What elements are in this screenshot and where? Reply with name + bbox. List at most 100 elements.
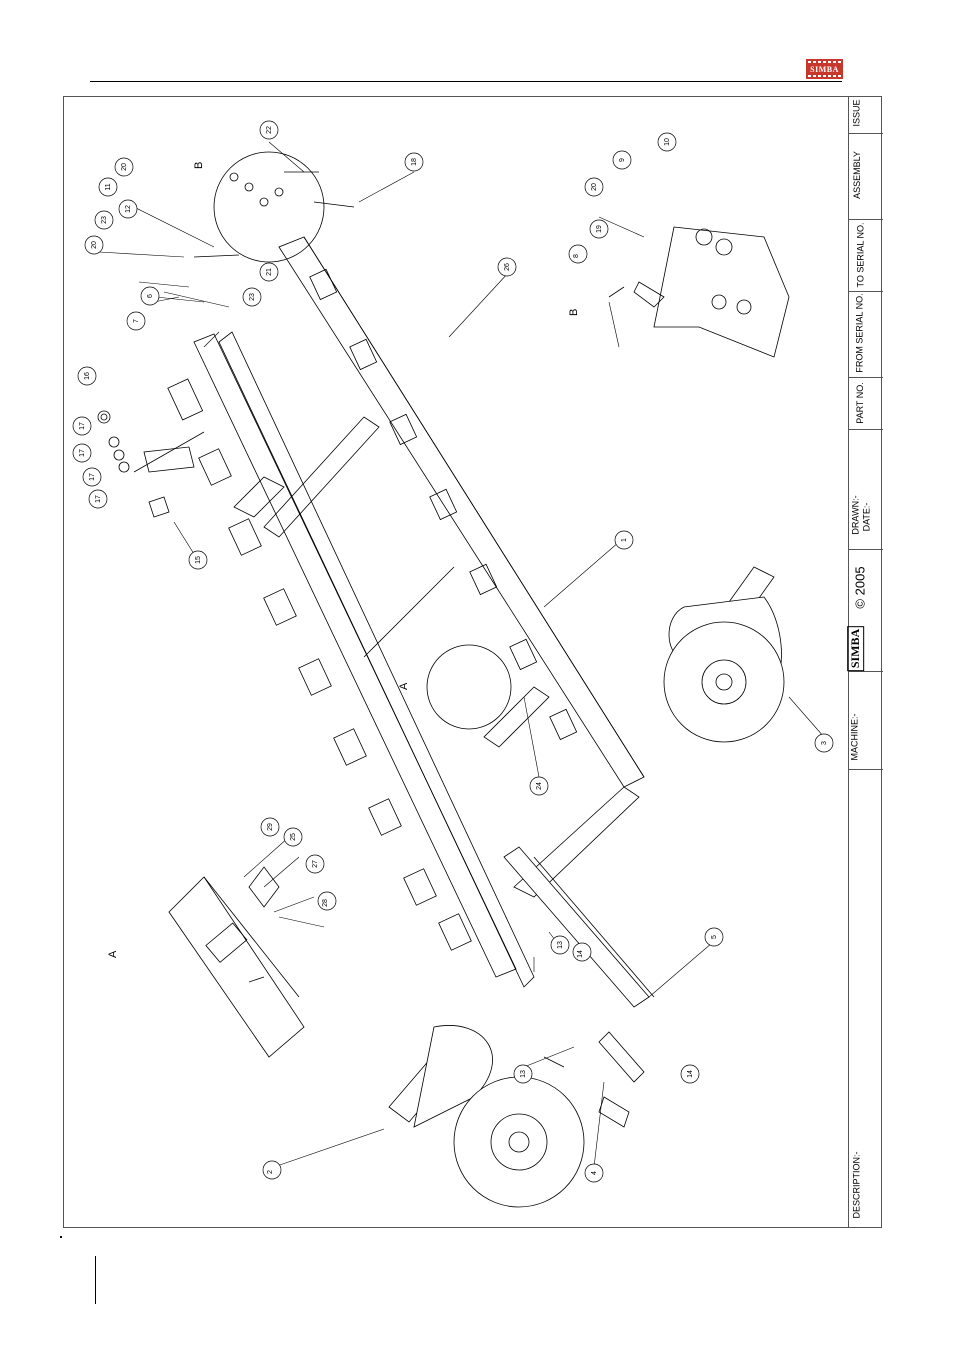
svg-text:23: 23 bbox=[249, 293, 256, 301]
callout-21: 21 bbox=[260, 263, 278, 281]
detail-a-circle bbox=[427, 645, 511, 729]
svg-text:17: 17 bbox=[79, 422, 86, 430]
callout-14a: 14 bbox=[573, 943, 591, 961]
callout-17d: 17 bbox=[89, 490, 107, 508]
callout-20b: 20 bbox=[85, 236, 103, 254]
svg-text:20: 20 bbox=[91, 241, 98, 249]
callout-1: 1 bbox=[615, 531, 633, 549]
callout-23b: 23 bbox=[243, 288, 261, 306]
svg-text:9: 9 bbox=[619, 158, 626, 162]
callout-11: 11 bbox=[99, 178, 117, 196]
svg-text:17: 17 bbox=[89, 473, 96, 481]
callout-19: 19 bbox=[590, 220, 608, 238]
svg-text:28: 28 bbox=[322, 899, 329, 907]
callout-13b: 13 bbox=[514, 1065, 532, 1083]
callout-15: 15 bbox=[189, 551, 207, 569]
svg-text:1: 1 bbox=[621, 538, 628, 542]
svg-text:23: 23 bbox=[101, 216, 108, 224]
svg-text:8: 8 bbox=[573, 254, 580, 258]
svg-text:13: 13 bbox=[557, 941, 564, 949]
callout-17c: 17 bbox=[83, 468, 101, 486]
simba-brand-mark: SIMBA bbox=[847, 626, 864, 671]
svg-text:21: 21 bbox=[266, 268, 273, 276]
title-block: ISSUE ASSEMBLY TO SERIAL NO. FROM SERIAL… bbox=[848, 96, 883, 1228]
callout-4: 4 bbox=[585, 1164, 603, 1182]
svg-text:10: 10 bbox=[664, 138, 671, 146]
callout-6: 6 bbox=[141, 287, 159, 305]
svg-text:3: 3 bbox=[821, 741, 828, 745]
svg-text:4: 4 bbox=[591, 1171, 598, 1175]
callout-22: 22 bbox=[260, 121, 278, 139]
svg-text:24: 24 bbox=[536, 782, 543, 790]
callout-29: 29 bbox=[261, 818, 279, 836]
detail-a-inset bbox=[169, 867, 304, 1057]
svg-text:2: 2 bbox=[267, 1170, 274, 1174]
svg-text:25: 25 bbox=[290, 833, 297, 841]
drawn-label: DRAWN:- bbox=[851, 495, 861, 534]
svg-text:29: 29 bbox=[267, 823, 274, 831]
svg-text:27: 27 bbox=[312, 860, 319, 868]
from-serial-label: FROM SERIAL NO. bbox=[855, 293, 865, 372]
title-cell-to-serial: TO SERIAL NO. bbox=[849, 220, 883, 292]
assembly-label: ASSEMBLY bbox=[852, 151, 862, 199]
svg-text:6: 6 bbox=[147, 294, 154, 298]
callout-2: 2 bbox=[263, 1161, 281, 1179]
callout-26: 26 bbox=[498, 258, 516, 276]
title-cell-drawn-date: DRAWN:- DATE:- bbox=[849, 430, 883, 550]
copyright-text: © 2005 bbox=[853, 566, 868, 608]
frame-rails bbox=[194, 237, 644, 987]
svg-text:7: 7 bbox=[133, 319, 140, 323]
svg-text:11: 11 bbox=[105, 183, 112, 190]
title-cell-description: DESCRIPTION:- bbox=[849, 770, 883, 1228]
svg-text:26: 26 bbox=[504, 263, 511, 271]
callout-28: 28 bbox=[318, 892, 336, 910]
simba-logo: SIMBA bbox=[806, 59, 843, 79]
callout-7: 7 bbox=[127, 312, 145, 330]
title-cell-from-serial: FROM SERIAL NO. bbox=[849, 292, 883, 378]
callout-8: 8 bbox=[569, 245, 587, 263]
callout-5: 5 bbox=[705, 928, 723, 946]
svg-text:18: 18 bbox=[411, 158, 418, 166]
callout-13a: 13 bbox=[551, 936, 569, 954]
title-cell-brand: SIMBA © 2005 bbox=[849, 550, 883, 672]
svg-text:15: 15 bbox=[195, 556, 202, 564]
callout-18: 18 bbox=[405, 153, 423, 171]
callout-25: 25 bbox=[284, 828, 302, 846]
date-label: DATE:- bbox=[861, 503, 871, 532]
view-label-b-circle: B bbox=[193, 162, 205, 169]
callout-9: 9 bbox=[613, 151, 631, 169]
svg-text:12: 12 bbox=[125, 205, 132, 213]
footer-rule bbox=[95, 1256, 96, 1304]
drawing-sheet: 22 18 20 11 12 23 20 21 23 6 7 26 16 17 … bbox=[63, 96, 882, 1228]
svg-text:20: 20 bbox=[121, 163, 128, 171]
view-label-a-circle: A bbox=[398, 682, 410, 690]
callout-17b: 17 bbox=[73, 444, 91, 462]
callout-20a: 20 bbox=[115, 158, 133, 176]
svg-text:13: 13 bbox=[520, 1070, 527, 1078]
detail-b-inset bbox=[609, 227, 789, 357]
svg-text:14: 14 bbox=[687, 1070, 694, 1078]
callout-14b: 14 bbox=[681, 1065, 699, 1083]
footer-dot bbox=[60, 1236, 62, 1238]
svg-text:20: 20 bbox=[591, 183, 598, 191]
title-cell-machine: MACHINE:- bbox=[849, 672, 883, 770]
description-label: DESCRIPTION:- bbox=[852, 1151, 862, 1218]
callout-24: 24 bbox=[530, 777, 548, 795]
callout-27: 27 bbox=[306, 855, 324, 873]
svg-text:5: 5 bbox=[711, 935, 718, 939]
part-no-label: PART NO. bbox=[855, 382, 865, 424]
callout-3: 3 bbox=[815, 734, 833, 752]
title-cell-issue: ISSUE bbox=[849, 96, 883, 134]
callout-20c: 20 bbox=[585, 178, 603, 196]
disc-wheel-right bbox=[664, 567, 784, 742]
svg-text:17: 17 bbox=[79, 449, 86, 457]
svg-text:14: 14 bbox=[577, 950, 584, 958]
exploded-assembly-drawing: 22 18 20 11 12 23 20 21 23 6 7 26 16 17 … bbox=[64, 97, 849, 1227]
title-cell-assembly: ASSEMBLY bbox=[849, 134, 883, 220]
pivot-assembly bbox=[98, 411, 204, 517]
callout-17a: 17 bbox=[73, 417, 91, 435]
callout-12: 12 bbox=[119, 200, 137, 218]
view-label-a-detail: A bbox=[107, 950, 119, 958]
machine-label: MACHINE:- bbox=[850, 714, 860, 761]
title-cell-part-no: PART NO. bbox=[849, 378, 883, 430]
